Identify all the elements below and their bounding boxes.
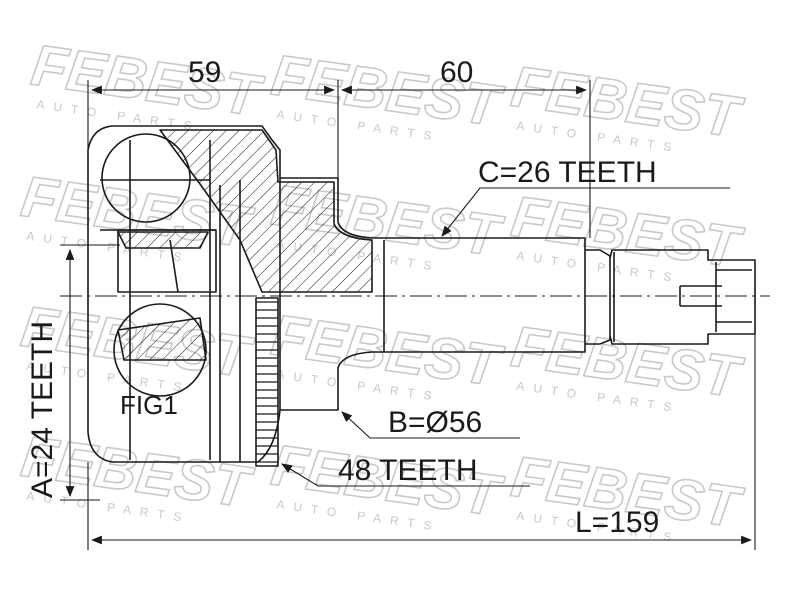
shaft-neck (609, 249, 756, 345)
dimension-lines (60, 80, 756, 550)
label-fig1: FIG1 (120, 390, 178, 420)
label-abs-teeth: 48 TEETH (338, 454, 478, 487)
inner-race-hatch (117, 231, 209, 249)
label-c-teeth: C=26 TEETH (478, 156, 657, 189)
ball-upper (101, 133, 191, 223)
ball-lower (113, 303, 207, 397)
dim-label-59: 59 (188, 56, 221, 89)
label-b-diameter: B=Ø56 (388, 406, 482, 439)
shaft-spline-section (585, 249, 611, 345)
lower-ball-hatch (117, 317, 207, 361)
label-a-teeth: A=24 TEETH (26, 321, 59, 498)
housing-section-hatch (159, 129, 373, 293)
outer-housing (87, 125, 586, 463)
dim-label-60: 60 (440, 56, 473, 89)
abs-ring-teeth (256, 301, 278, 463)
cv-joint-outline (87, 125, 756, 467)
label-length: L=159 (575, 506, 659, 539)
